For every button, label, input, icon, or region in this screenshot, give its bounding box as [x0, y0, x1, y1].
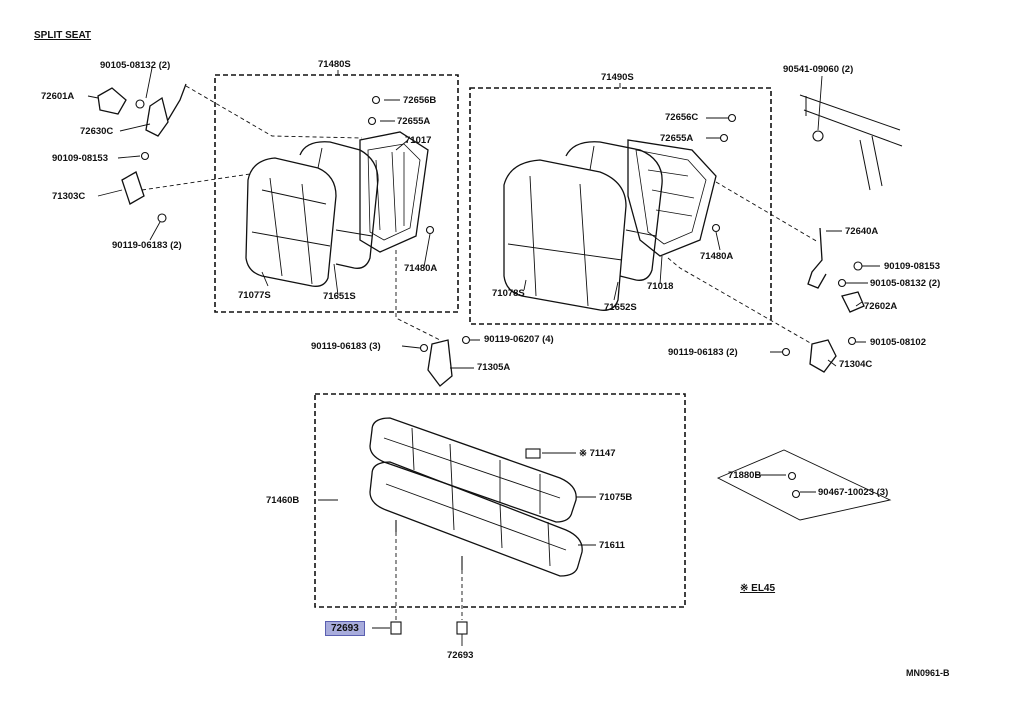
- part-label: 71480S: [318, 59, 351, 70]
- clip-71147-icon: [525, 448, 541, 459]
- part-label: 71611: [599, 540, 625, 551]
- highlighted-part-label[interactable]: 72693: [325, 621, 365, 636]
- part-label: 71460B: [266, 495, 300, 506]
- bolt-icon: [419, 343, 429, 353]
- hook-72693-icon: [390, 621, 402, 635]
- diagram-title: SPLIT SEAT: [34, 30, 92, 41]
- bolt-icon: [781, 347, 791, 357]
- clip-icon: [719, 133, 729, 143]
- part-label: 90541-09060 (2): [783, 64, 854, 75]
- hook-72693-icon: [456, 621, 468, 635]
- group-box-71460B: [314, 393, 686, 608]
- seat-back-seam: [317, 147, 373, 237]
- part-label: 71075B: [599, 492, 633, 503]
- seat-cushion-71611: [369, 461, 583, 577]
- part-label: 71305A: [477, 362, 511, 373]
- group-box-71480S: [214, 74, 459, 313]
- bracket-72601A: [97, 87, 127, 115]
- part-label: 71017: [405, 135, 432, 146]
- part-label: 72602A: [864, 301, 898, 312]
- body-panel-lines: [799, 94, 903, 191]
- bolt-icon: [135, 99, 145, 109]
- cushion-seam: [383, 427, 561, 514]
- part-label: 71651S: [323, 291, 356, 302]
- bolt-icon: [371, 95, 381, 105]
- part-label: 90119-06183 (2): [112, 240, 182, 251]
- bracket-71304C: [809, 339, 837, 373]
- bracket-71305A: [427, 339, 453, 387]
- seat-back-seam: [251, 177, 331, 285]
- bolt-icon: [140, 151, 150, 161]
- part-label: 90105-08132 (2): [870, 278, 941, 289]
- part-label: 90105-08102: [870, 337, 926, 348]
- part-label: 71652S: [604, 302, 637, 313]
- part-label: 72693: [447, 650, 474, 661]
- part-label: 71078S: [492, 288, 525, 299]
- seat-back-cushion-71078S: [503, 159, 627, 311]
- seat-cushion-71075B: [369, 417, 577, 523]
- part-label: 71018: [647, 281, 674, 292]
- bracket-72640A: [807, 227, 827, 289]
- bolt-icon: [787, 471, 797, 481]
- group-box-71490S: [469, 87, 772, 325]
- seat-back-cover-71651S: [299, 141, 379, 269]
- seat-back-frame-71017: [359, 131, 429, 253]
- seat-back-cushion-71077S: [245, 157, 337, 287]
- part-label: 71480A: [700, 251, 734, 262]
- bolt-icon: [791, 489, 801, 499]
- part-label: 90467-10023 (3): [818, 487, 889, 498]
- cushion-seam: [385, 483, 567, 567]
- part-label: 72655A: [660, 133, 694, 144]
- bracket-72630C: [145, 83, 187, 137]
- part-label: 71480A: [404, 263, 438, 274]
- bracket-71303C: [121, 171, 145, 205]
- clip-icon: [367, 116, 377, 126]
- seat-back-seam: [589, 145, 657, 237]
- part-label: 90119-06183 (2): [668, 347, 738, 358]
- part-label: 72655A: [397, 116, 431, 127]
- applicability-note: ※ EL45: [740, 583, 776, 594]
- bolt-icon: [711, 223, 721, 233]
- part-label: 90105-08132 (2): [100, 60, 171, 71]
- bolt-icon: [727, 113, 737, 123]
- bolt-icon: [847, 336, 857, 346]
- seat-back-cover-71652S: [565, 141, 663, 281]
- part-label: 71303C: [52, 191, 86, 202]
- frame-detail: [635, 149, 707, 245]
- part-label: 90119-06183 (3): [311, 341, 381, 352]
- part-label: 72630C: [80, 126, 114, 137]
- part-label: 90109-08153: [884, 261, 940, 272]
- part-label: 72656B: [403, 95, 437, 106]
- part-label: 72601A: [41, 91, 75, 102]
- seat-back-frame-71018: [627, 139, 717, 257]
- bolt-icon: [157, 213, 167, 223]
- floor-panel-outline: [716, 449, 892, 521]
- seat-back-seam: [507, 175, 623, 307]
- part-label: 90109-08153: [52, 153, 108, 164]
- bolt-icon: [837, 278, 847, 288]
- part-label: 71490S: [601, 72, 634, 83]
- frame-detail: [367, 143, 421, 241]
- part-label: 90119-06207 (4): [484, 334, 554, 345]
- part-label: 72640A: [845, 226, 879, 237]
- part-label: ※ 71147: [579, 448, 616, 459]
- diagram-code: MN0961-B: [906, 668, 950, 678]
- bolt-icon: [853, 261, 863, 271]
- bolt-icon: [461, 335, 471, 345]
- part-label: 71077S: [238, 290, 271, 301]
- part-label: 71880B: [728, 470, 762, 481]
- bolt-icon: [425, 225, 435, 235]
- part-label: 72656C: [665, 112, 699, 123]
- plate-72602A: [841, 291, 865, 313]
- part-label: 71304C: [839, 359, 873, 370]
- nut-icon: [812, 130, 824, 142]
